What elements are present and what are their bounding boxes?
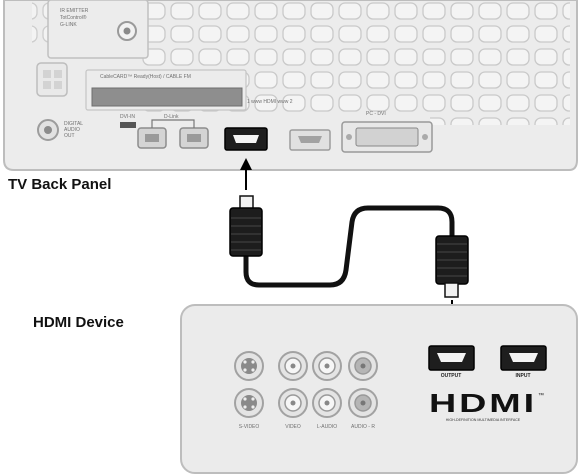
ir-emitter-label-2: TotControl® xyxy=(60,14,87,21)
ir-emitter-label-1: IR EMITTER xyxy=(60,8,89,14)
device-hdmi-output-port[interactable] xyxy=(428,345,475,371)
dvi-in-label: DVI-IN xyxy=(120,114,135,120)
link-label: D-Link xyxy=(164,114,179,120)
hdmi-device-title: HDMI Device xyxy=(33,314,124,331)
hdmi-cable xyxy=(243,205,455,288)
device-hdmi-input-port[interactable] xyxy=(500,345,547,371)
audio-right-jack-2[interactable] xyxy=(348,388,378,418)
audio-left-jack-2[interactable] xyxy=(312,388,342,418)
av-jacks xyxy=(234,351,378,418)
tv-back-panel-title: TV Back Panel xyxy=(8,176,112,193)
jack-label-audio-r: AUDIO - R xyxy=(351,424,375,430)
cablecard-slot[interactable] xyxy=(91,87,243,107)
arrow-up-to-tv xyxy=(240,158,252,190)
input-port-label: INPUT xyxy=(516,373,531,379)
digital-audio-label-1: DIGITAL xyxy=(64,121,83,127)
tv-back-panel: IR EMITTER TotControl® G-LINK CableCARD™… xyxy=(3,0,578,171)
hdmi-logo-tm: ™ xyxy=(538,392,544,399)
pc-dvi-label: PC - DVI xyxy=(366,111,386,117)
hdmi-logo-text: HDMI xyxy=(429,388,537,418)
s-video-jack-2[interactable] xyxy=(234,388,264,418)
jack-label-l-audio: L-AUDIO xyxy=(317,424,337,430)
jack-label-s-video: S-VIDEO xyxy=(239,424,260,430)
service-block xyxy=(36,62,68,97)
hdmi-plug-tv-side xyxy=(229,195,263,257)
audio-right-jack[interactable] xyxy=(348,351,378,381)
digital-audio-label-2: AUDIO xyxy=(64,127,80,133)
hdmi-device-panel: S-VIDEO VIDEO L-AUDIO AUDIO - R OUTPUT I… xyxy=(180,304,578,474)
cablecard-label: CableCARD™ Ready(Host) / CABLE FM xyxy=(100,74,191,80)
hdmi-logo-tagline: HIGH-DEFINITION MULTIMEDIA INTERFACE xyxy=(446,418,521,422)
jack-labels: S-VIDEO VIDEO L-AUDIO AUDIO - R xyxy=(239,424,376,430)
hdmi-logo: HDMI ™ HIGH-DEFINITION MULTIMEDIA INTERF… xyxy=(429,388,544,422)
video-jack-2[interactable] xyxy=(278,388,308,418)
video-jack[interactable] xyxy=(278,351,308,381)
digital-audio-label-3: OUT xyxy=(64,133,75,139)
hdmi-input-label: 1 www HDMI www 2 xyxy=(247,99,293,105)
ir-emitter-label-3: G-LINK xyxy=(60,22,77,28)
s-video-jack[interactable] xyxy=(234,351,264,381)
output-port-label: OUTPUT xyxy=(441,373,462,379)
jack-label-video: VIDEO xyxy=(285,424,301,430)
hdmi-plug-device-side xyxy=(435,235,469,298)
tv-panel-small-labels: IR EMITTER TotControl® G-LINK CableCARD™… xyxy=(60,8,386,139)
audio-left-jack[interactable] xyxy=(312,351,342,381)
